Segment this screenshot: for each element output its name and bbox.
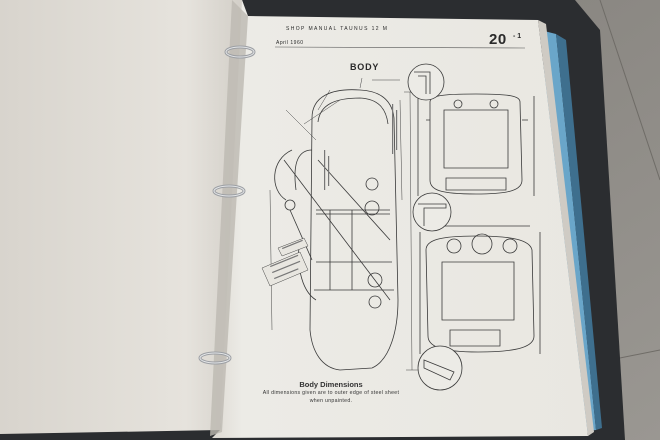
binder-ring-icon [224,45,256,59]
caption-line: All dimensions given are to outer edge o… [262,390,400,396]
manual-header: SHOP MANUAL TAUNUS 12 M [286,26,389,32]
label-boxes [261,237,309,287]
page-number-sub: - 1 [513,33,522,40]
right-page [212,0,588,438]
detail-circle-icon [407,63,445,101]
detail-circle-icon [417,345,463,391]
caption-line: when unpainted. [309,398,353,404]
detail-circle-icon [412,192,452,232]
caption-title: Body Dimensions [299,380,363,389]
car-side-diagram [274,89,399,371]
page-number: 20 [489,31,507,48]
car-front-diagram [417,93,535,196]
label-box-text-lines [269,104,398,280]
left-page [0,0,248,434]
dimension-lines [269,77,418,371]
page-title: BODY [350,62,380,72]
binder-ring-icon [198,351,232,365]
binder-ring-icon [212,184,246,198]
manual-date: April 1960 [276,40,304,46]
